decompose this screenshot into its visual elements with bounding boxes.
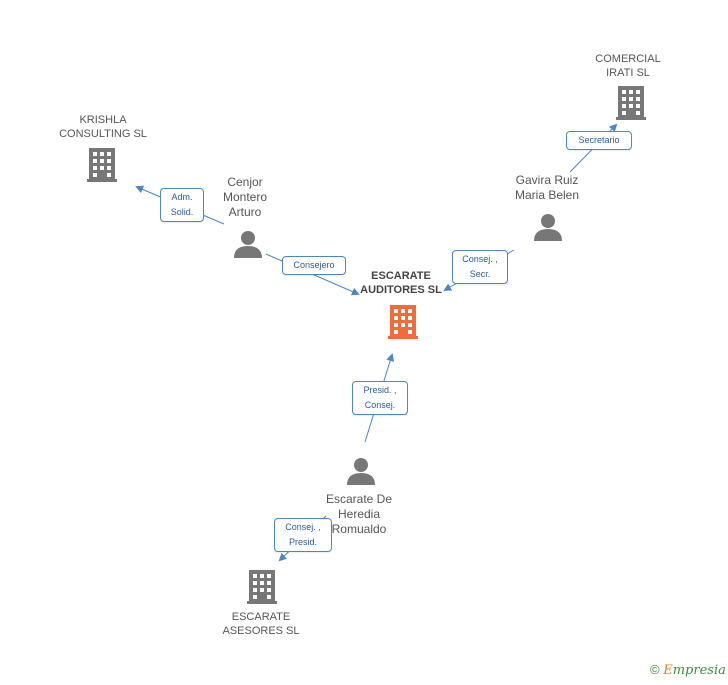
person-label-cenjor[interactable]: Cenjor Montero Arturo (222, 175, 268, 219)
brand-watermark: © Empresia (650, 662, 726, 678)
role-badge-consej-presid[interactable]: Consej. , Presid. (274, 518, 332, 552)
building-windows (93, 90, 640, 599)
copyright-symbol: © (650, 662, 660, 677)
company-label-main[interactable]: ESCARATE AUDITORES SL (360, 270, 442, 296)
company-label-asesores[interactable]: ESCARATE ASESORES SL (222, 611, 300, 637)
role-badge-consejero[interactable]: Consejero (282, 256, 346, 275)
person-icon[interactable] (534, 214, 562, 241)
brand-name: mpresia (672, 663, 726, 678)
role-badge-secretario[interactable]: Secretario (566, 131, 632, 150)
company-label-krishla[interactable]: KRISHLA CONSULTING SL (59, 114, 147, 140)
company-label-comercial[interactable]: COMERCIAL IRATI SL (595, 53, 661, 79)
brand-e: E (663, 663, 673, 678)
role-badge-adm-solid[interactable]: Adm. Solid. (160, 188, 204, 222)
person-icon[interactable] (347, 458, 375, 485)
person-icon[interactable] (234, 231, 262, 258)
role-badge-presid-consej[interactable]: Presid. , Consej. (352, 381, 408, 415)
person-label-escarate[interactable]: Escarate De Heredia Romualdo (325, 492, 393, 536)
person-label-gavira[interactable]: Gavira Ruiz Maria Belen (514, 173, 580, 202)
role-badge-consej-secr[interactable]: Consej. , Secr. (452, 250, 508, 284)
